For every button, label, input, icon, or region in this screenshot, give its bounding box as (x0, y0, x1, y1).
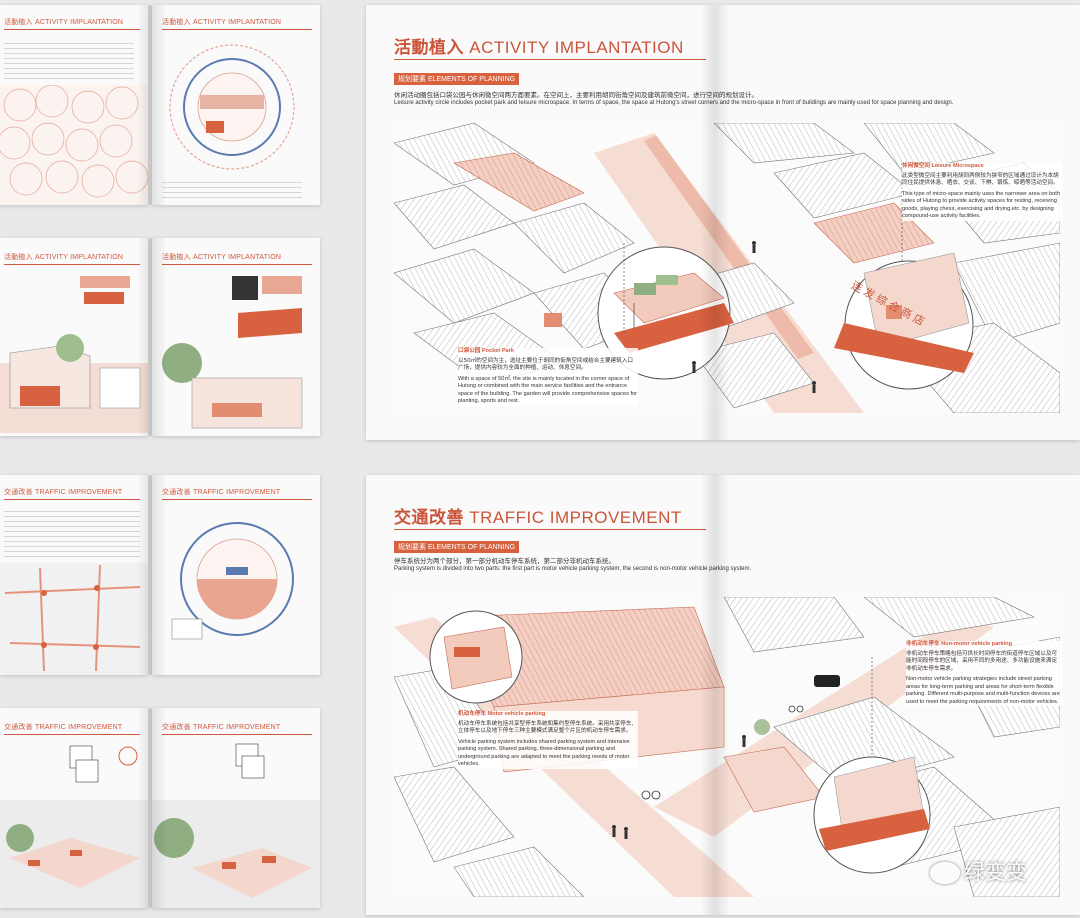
body-text-en: Parking system is divided into two parts… (394, 566, 752, 572)
callout-non-motor-parking: 非机动车停车 Non-motor vehicle parking 非机动车停车策… (906, 641, 1062, 707)
small-page-2b: 活動植入 ACTIVITY IMPLANTATION (152, 238, 320, 436)
title-underline (394, 529, 706, 530)
parking-illustration (0, 745, 148, 908)
small-page-3b: 交通改善 TRAFFIC IMPROVEMENT (152, 475, 320, 675)
body-text-cn: 停车系统分为两个部分，第一部分机动车停车系统，第二部分非机动车系统。 (394, 557, 615, 565)
small-page-4b: 交通改善 TRAFFIC IMPROVEMENT (152, 708, 320, 908)
watermark-text: 绿变变 (964, 860, 1027, 884)
small-page-title: 交通改善 TRAFFIC IMPROVEMENT (162, 723, 281, 731)
small-page-3a: 交通改善 TRAFFIC IMPROVEMENT (0, 475, 148, 675)
small-page-title: 活動植入 ACTIVITY IMPLANTATION (162, 18, 282, 26)
small-page-4a: 交通改善 TRAFFIC IMPROVEMENT (0, 708, 148, 908)
spread-activity: 活動植入 ACTIVITY IMPLANTATION 规划要素 ELEMENTS… (366, 5, 1080, 440)
small-page-title: 活動植入 ACTIVITY IMPLANTATION (162, 253, 282, 261)
small-page-title: 交通改善 TRAFFIC IMPROVEMENT (4, 488, 123, 496)
watermark-logo-icon (930, 862, 960, 884)
small-page-title: 交通改善 TRAFFIC IMPROVEMENT (4, 723, 123, 731)
parking-structure-illustration (152, 743, 320, 908)
callout-motor-vehicle-parking: 机动车停车 Motor vehicle parking 机动车停车系统包括共享型… (458, 711, 638, 769)
small-page-title: 交通改善 TRAFFIC IMPROVEMENT (162, 488, 281, 496)
section-tag: 规划要素 ELEMENTS OF PLANNING (394, 541, 520, 553)
traffic-ring-diagram (171, 522, 294, 640)
micro-space-illustration (162, 276, 303, 429)
body-text-en: Leisure activity circle includes pocket … (394, 100, 954, 106)
circle-map-illustration (0, 85, 148, 205)
callout-pocket-park: 口袋公园 Pocket Park 以50㎡的空间为主，选址主要位于胡同的街角空间… (458, 348, 638, 406)
callout-leisure-microspace: 休闲微空间 Leisure Microspace 此类型微空间主要利用胡同两侧较… (902, 163, 1062, 221)
small-page-1b: 活動植入 ACTIVITY IMPLANTATION (152, 5, 320, 205)
section-tag: 规划要素 ELEMENTS OF PLANNING (394, 73, 520, 85)
activity-ring-diagram (169, 44, 295, 170)
pocket-park-illustration (0, 276, 148, 433)
title-underline (394, 59, 706, 60)
small-page-title: 活動植入 ACTIVITY IMPLANTATION (4, 18, 124, 26)
traffic-map-illustration (0, 563, 148, 675)
body-text-cn: 休闲活动圈包括口袋公园与休闲微空间两方面要素。在空间上，主要利用胡同街角空间及建… (394, 91, 758, 99)
spread-traffic: 交通改善 TRAFFIC IMPROVEMENT 规划要素 ELEMENTS O… (366, 475, 1080, 915)
page-title: 活動植入 ACTIVITY IMPLANTATION (394, 38, 684, 58)
axonometric-illustration (394, 597, 1060, 897)
small-page-2a: 活動植入 ACTIVITY IMPLANTATION (0, 238, 148, 436)
small-page-1a: 活動植入 ACTIVITY IMPLANTATION (0, 5, 148, 205)
page-title: 交通改善 TRAFFIC IMPROVEMENT (394, 508, 682, 528)
small-page-title: 活動植入 ACTIVITY IMPLANTATION (4, 253, 124, 261)
